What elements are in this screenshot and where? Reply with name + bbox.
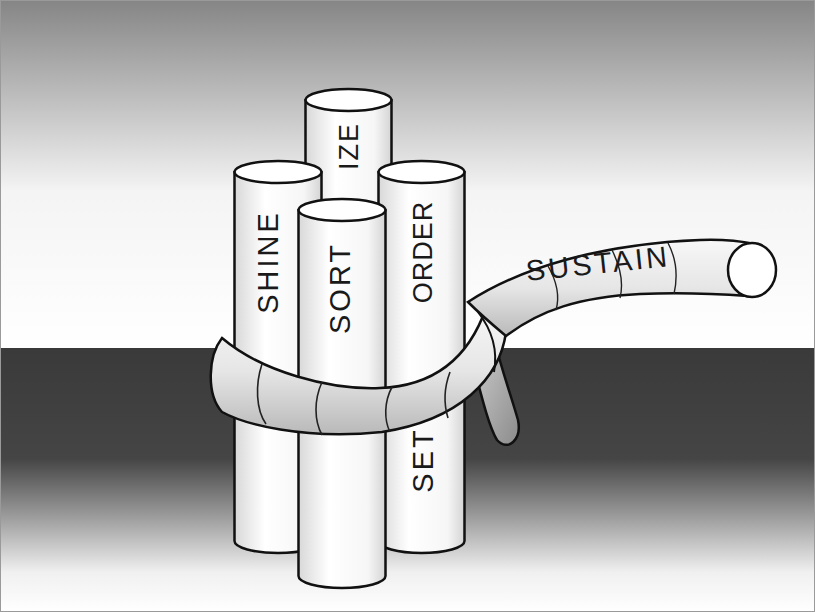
sky-gradient (0, 0, 815, 348)
rope-band: SUSTAIN (200, 220, 800, 460)
rope-hanging-end (470, 338, 519, 445)
rope-knot-line (478, 312, 495, 372)
cylinder-body (299, 210, 386, 588)
rope-twist-line (668, 243, 676, 294)
rope-label: SUSTAIN (525, 242, 672, 286)
pillar-cylinder: SORT (297, 198, 387, 590)
rope-twist-line (316, 382, 322, 435)
cylinder-body (306, 100, 392, 386)
cylinder-top (379, 161, 465, 183)
rope-twist-line (548, 266, 558, 310)
cylinder-top (235, 161, 322, 183)
rope-tail (468, 240, 755, 336)
cylinder-outline (377, 160, 466, 555)
rope-twist-line (445, 372, 450, 418)
rope-twist-line (386, 387, 392, 432)
pillar-label: SORT (326, 242, 355, 334)
pillar-label: SET (409, 427, 438, 492)
pillar-label: ORDER (410, 201, 437, 304)
pillar-cylinder: IZE (304, 88, 393, 388)
pillar-cylinder: SET ORDER (377, 160, 466, 555)
rope-loop (211, 308, 506, 434)
cylinder-top (299, 199, 386, 221)
cylinder-body (379, 172, 465, 553)
pillar-label: IZE (336, 122, 363, 170)
cylinder-outline (233, 160, 323, 555)
floor-band (0, 348, 815, 612)
cylinder-outline (304, 88, 393, 388)
pillar-label: SHINE (254, 210, 283, 314)
rope-end-cut (728, 243, 776, 297)
rope-twist-line (612, 250, 622, 298)
cylinder-top (306, 89, 392, 111)
cylinder-outline (297, 198, 387, 590)
rope-twist-line (257, 364, 266, 424)
pillar-cylinder: SHINE (233, 160, 323, 555)
cylinder-body (235, 172, 322, 553)
rope-outline (200, 220, 800, 460)
